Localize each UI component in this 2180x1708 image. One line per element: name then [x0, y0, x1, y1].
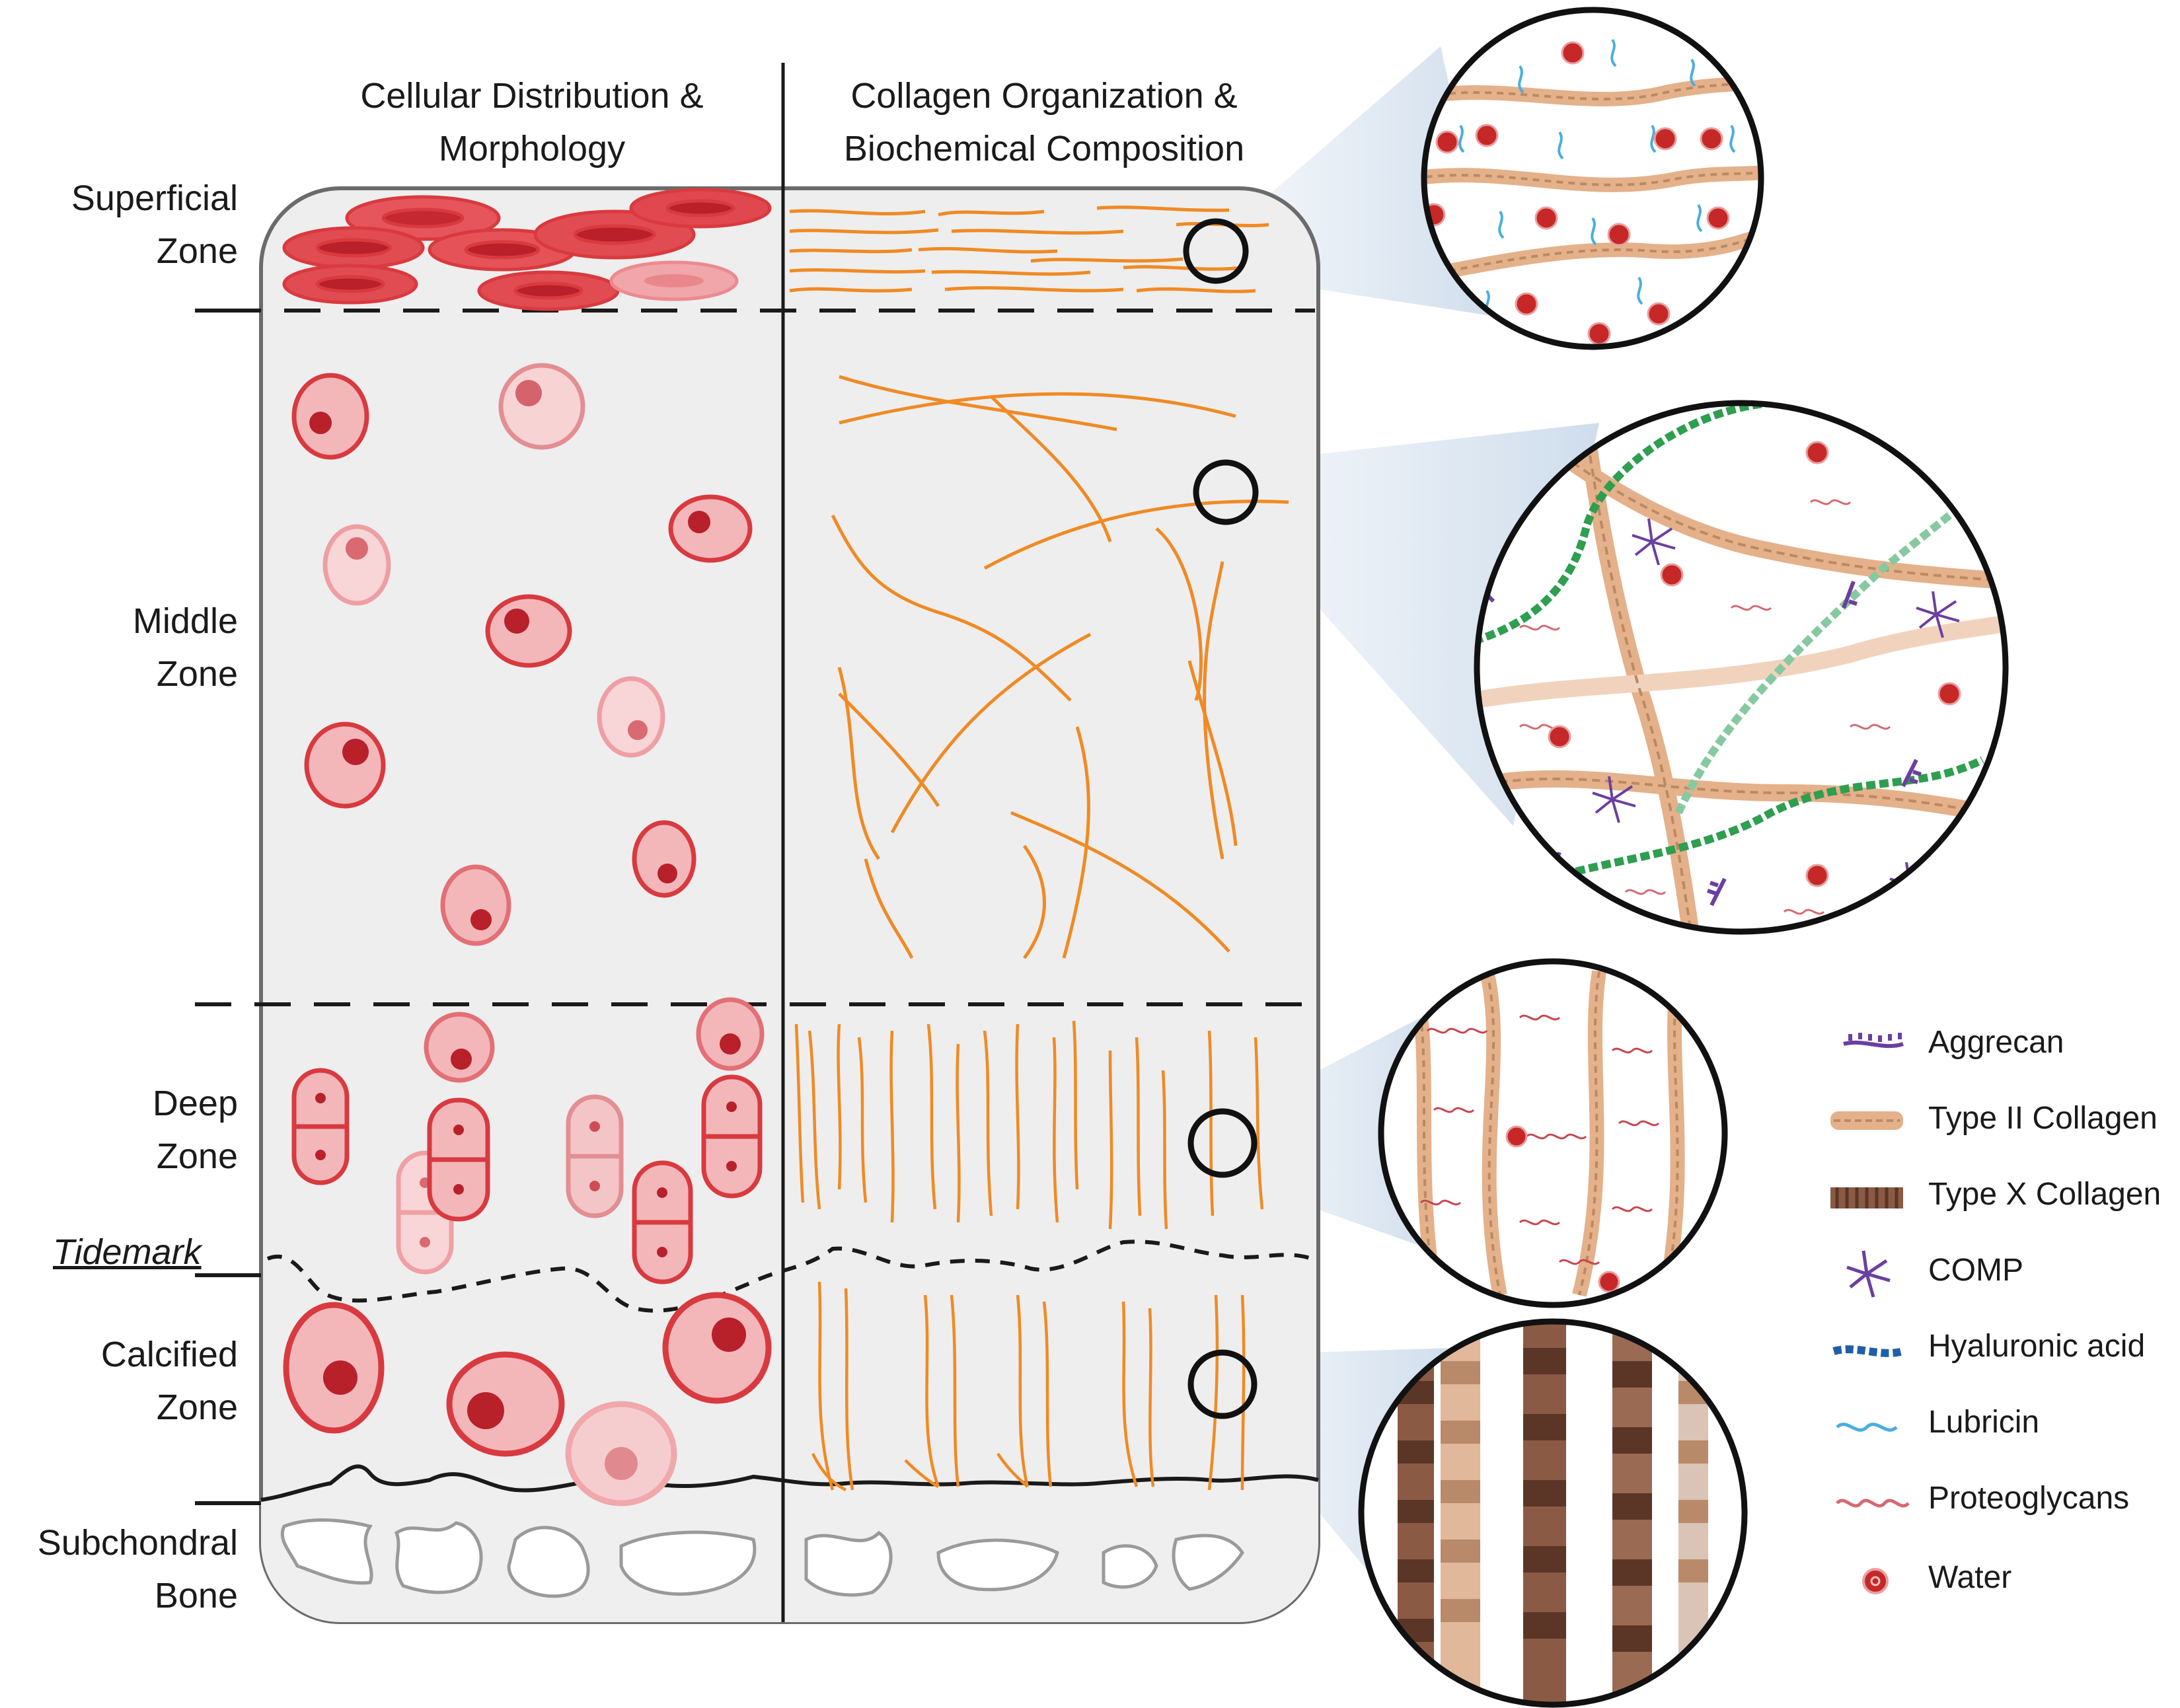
middle-cells: [291, 363, 753, 946]
zoom-middle: [1474, 400, 2009, 935]
hyaluronic-acid-icon: [1832, 1345, 1904, 1357]
subchondral-bone-label-line2: Bone: [154, 1576, 238, 1615]
calcified-cells: [283, 1292, 772, 1506]
superficial-zone-label-line2: Zone: [156, 231, 238, 271]
zone-dividers: [195, 309, 1315, 1505]
legend-hyaluronic-acid-label: Hyaluronic acid: [1928, 1329, 2146, 1364]
zoom-deep: [1378, 958, 1728, 1308]
cellular-header-line2: Morphology: [438, 129, 626, 168]
middle-collagen: [831, 375, 1289, 959]
legend-comp-label: COMP: [1928, 1253, 2023, 1288]
legend-type-x-collagen-label: Type X Collagen: [1928, 1177, 2161, 1212]
legend-type-ii-collagen-label: Type II Collagen: [1928, 1101, 2158, 1136]
legend-aggrecan-label: Aggrecan: [1928, 1025, 2064, 1060]
subchondral-bone-label-line1: Subchondral: [37, 1523, 238, 1563]
calcified-zone-label-line2: Zone: [156, 1388, 238, 1427]
deep-zone-label-line2: Zone: [156, 1136, 238, 1176]
legend-icons: [1830, 1033, 1910, 1594]
collagen-header-line1: Collagen Organization &: [850, 76, 1238, 116]
proteoglycans-icon: [1836, 1499, 1910, 1508]
deep-collagen: [794, 1020, 1264, 1492]
comp-icon: [1846, 1250, 1891, 1298]
deep-zone-label-line1: Deep: [152, 1084, 238, 1123]
superficial-zone-label-line1: Superficial: [71, 178, 238, 218]
water-icon: [1862, 1568, 1889, 1594]
superficial-cells: [282, 188, 772, 311]
zoom-superficial: [1421, 7, 1764, 350]
magnifier-circles: [1183, 218, 1259, 1419]
cement-line: [260, 1464, 1319, 1502]
deep-cells: [291, 997, 765, 1284]
middle-zone-label-line1: Middle: [132, 601, 238, 641]
legend-water-label: Water: [1928, 1560, 2012, 1595]
type-ii-collagen-icon: [1830, 1111, 1903, 1130]
superficial-collagen: [789, 205, 1269, 293]
legend-lubricin-label: Lubricin: [1928, 1405, 2040, 1440]
subchondral-bone: [261, 1464, 1318, 1622]
zoom-calcified: [1358, 1318, 1748, 1708]
calcified-zone-label-line1: Calcified: [100, 1335, 238, 1374]
lubricin-icon: [1836, 1423, 1898, 1432]
cellular-header-line1: Cellular Distribution &: [360, 76, 704, 116]
legend-proteoglycans-label: Proteoglycans: [1928, 1481, 2130, 1516]
tidemark-label: Tidemark: [53, 1232, 202, 1272]
tissue-block: [259, 186, 1320, 1624]
aggrecan-icon: [1843, 1033, 1904, 1049]
middle-zone-label-line2: Zone: [156, 654, 238, 694]
type-x-collagen-icon: [1830, 1187, 1903, 1208]
collagen-header-line2: Biochemical Composition: [843, 129, 1245, 168]
